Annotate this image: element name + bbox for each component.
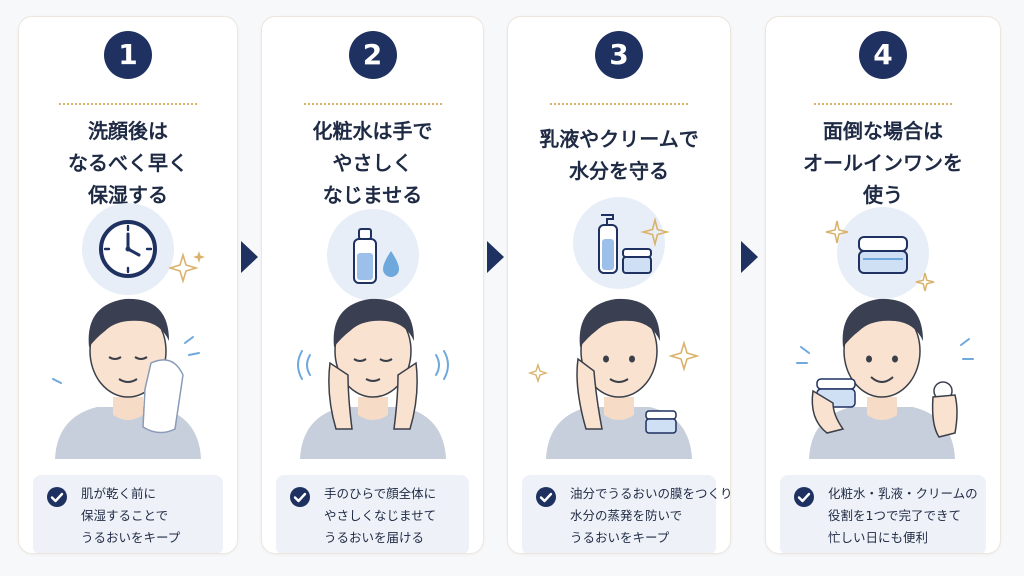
step-title-line: やさしく xyxy=(332,151,413,175)
step-title-line: 面倒な場合は xyxy=(823,119,943,143)
note-line: うるおいを届ける xyxy=(324,530,425,545)
next-arrow-icon xyxy=(741,241,758,273)
note-line: 忙しい日にも便利 xyxy=(828,530,929,545)
step-title: 乳液やクリームで 水分を守る xyxy=(514,123,724,187)
sparkle-icon xyxy=(915,272,935,292)
step-number-badge: 3 xyxy=(595,31,643,79)
step-note-text: 油分でうるおいの膜をつくり 水分の蒸発を防いで うるおいをキープ xyxy=(570,483,731,549)
clock-icon xyxy=(82,203,174,295)
note-line: やさしくなじませて xyxy=(324,508,437,523)
note-line: 保湿することで xyxy=(81,508,169,523)
note-line: 手のひらで顔全体に xyxy=(324,486,437,501)
step-title-line: 使う xyxy=(863,183,903,207)
step-title-line: オールインワンを xyxy=(803,151,963,175)
step-title: 面倒な場合は オールインワンを 使う xyxy=(772,115,994,211)
step-title: 洗顔後は なるべく早く 保湿する xyxy=(25,115,231,211)
man-applying-lotion-illustration xyxy=(296,298,449,459)
step-note-text: 化粧水・乳液・クリームの 役割を1つで完了できて 忙しい日にも便利 xyxy=(828,483,978,549)
step-number-badge: 4 xyxy=(859,31,907,79)
step-note: 化粧水・乳液・クリームの 役割を1つで完了できて 忙しい日にも便利 xyxy=(780,475,986,553)
note-line: 役割を1つで完了できて xyxy=(828,508,961,523)
sparkle-icon xyxy=(825,220,849,244)
step-note: 油分でうるおいの膜をつくり 水分の蒸発を防いで うるおいをキープ xyxy=(522,475,731,553)
step-card-3: 3 乳液やクリームで 水分を守る xyxy=(507,16,731,554)
man-drying-face-illustration xyxy=(52,298,201,459)
sparkle-icon xyxy=(640,217,670,247)
dotted-divider xyxy=(59,103,197,105)
note-line: うるおいをキープ xyxy=(570,530,670,545)
dotted-divider xyxy=(303,103,442,105)
note-line: うるおいをキープ xyxy=(81,530,181,545)
step-title-line: 乳液やクリームで xyxy=(539,127,699,151)
man-holding-jar-ok-sign-illustration xyxy=(796,298,974,459)
dotted-divider xyxy=(550,103,688,105)
step-title-line: 水分を守る xyxy=(569,159,669,183)
step-note: 手のひらで顔全体に やさしくなじませて うるおいを届ける xyxy=(276,475,469,553)
note-line: 水分の蒸発を防いで xyxy=(570,508,683,523)
step-title-line: なるべく早く xyxy=(68,151,188,175)
cream-jar-icon xyxy=(837,207,929,299)
lotion-bottle-icon xyxy=(326,209,419,301)
check-icon xyxy=(290,487,310,507)
step-title-line: 化粧水は手で xyxy=(312,119,433,143)
step-number-badge: 2 xyxy=(348,31,397,79)
step-note-text: 肌が乾く前に 保湿することで うるおいをキープ xyxy=(81,483,215,549)
check-icon xyxy=(47,487,67,507)
next-arrow-icon xyxy=(241,241,258,273)
step-number-badge: 1 xyxy=(104,31,152,79)
note-line: 油分でうるおいの膜をつくり xyxy=(570,486,731,501)
pump-bottle-and-cream-jar-icon xyxy=(573,197,665,289)
note-line: 肌が乾く前に xyxy=(81,486,157,501)
note-line: 化粧水・乳液・クリームの xyxy=(828,486,978,501)
step-title: 化粧水は手で やさしく なじませる xyxy=(268,115,477,211)
dotted-divider xyxy=(814,103,952,105)
check-icon xyxy=(794,487,814,507)
step-note-text: 手のひらで顔全体に やさしくなじませて うるおいを届ける xyxy=(324,483,461,549)
step-title-line: 洗顔後は xyxy=(88,119,168,143)
sparkle-icon xyxy=(169,251,205,284)
step-card-4: 4 面倒な場合は オールインワンを 使う xyxy=(765,16,1001,554)
step-card-1: 1 洗顔後は なるべく早く 保湿する xyxy=(18,16,238,554)
next-arrow-icon xyxy=(487,241,504,273)
check-icon xyxy=(536,487,556,507)
step-note: 肌が乾く前に 保湿することで うるおいをキープ xyxy=(33,475,223,553)
man-applying-cream-illustration xyxy=(527,298,700,459)
step-card-2: 2 化粧水は手で やさしく なじませる xyxy=(261,16,484,554)
step-title-line: なじませる xyxy=(322,183,423,207)
